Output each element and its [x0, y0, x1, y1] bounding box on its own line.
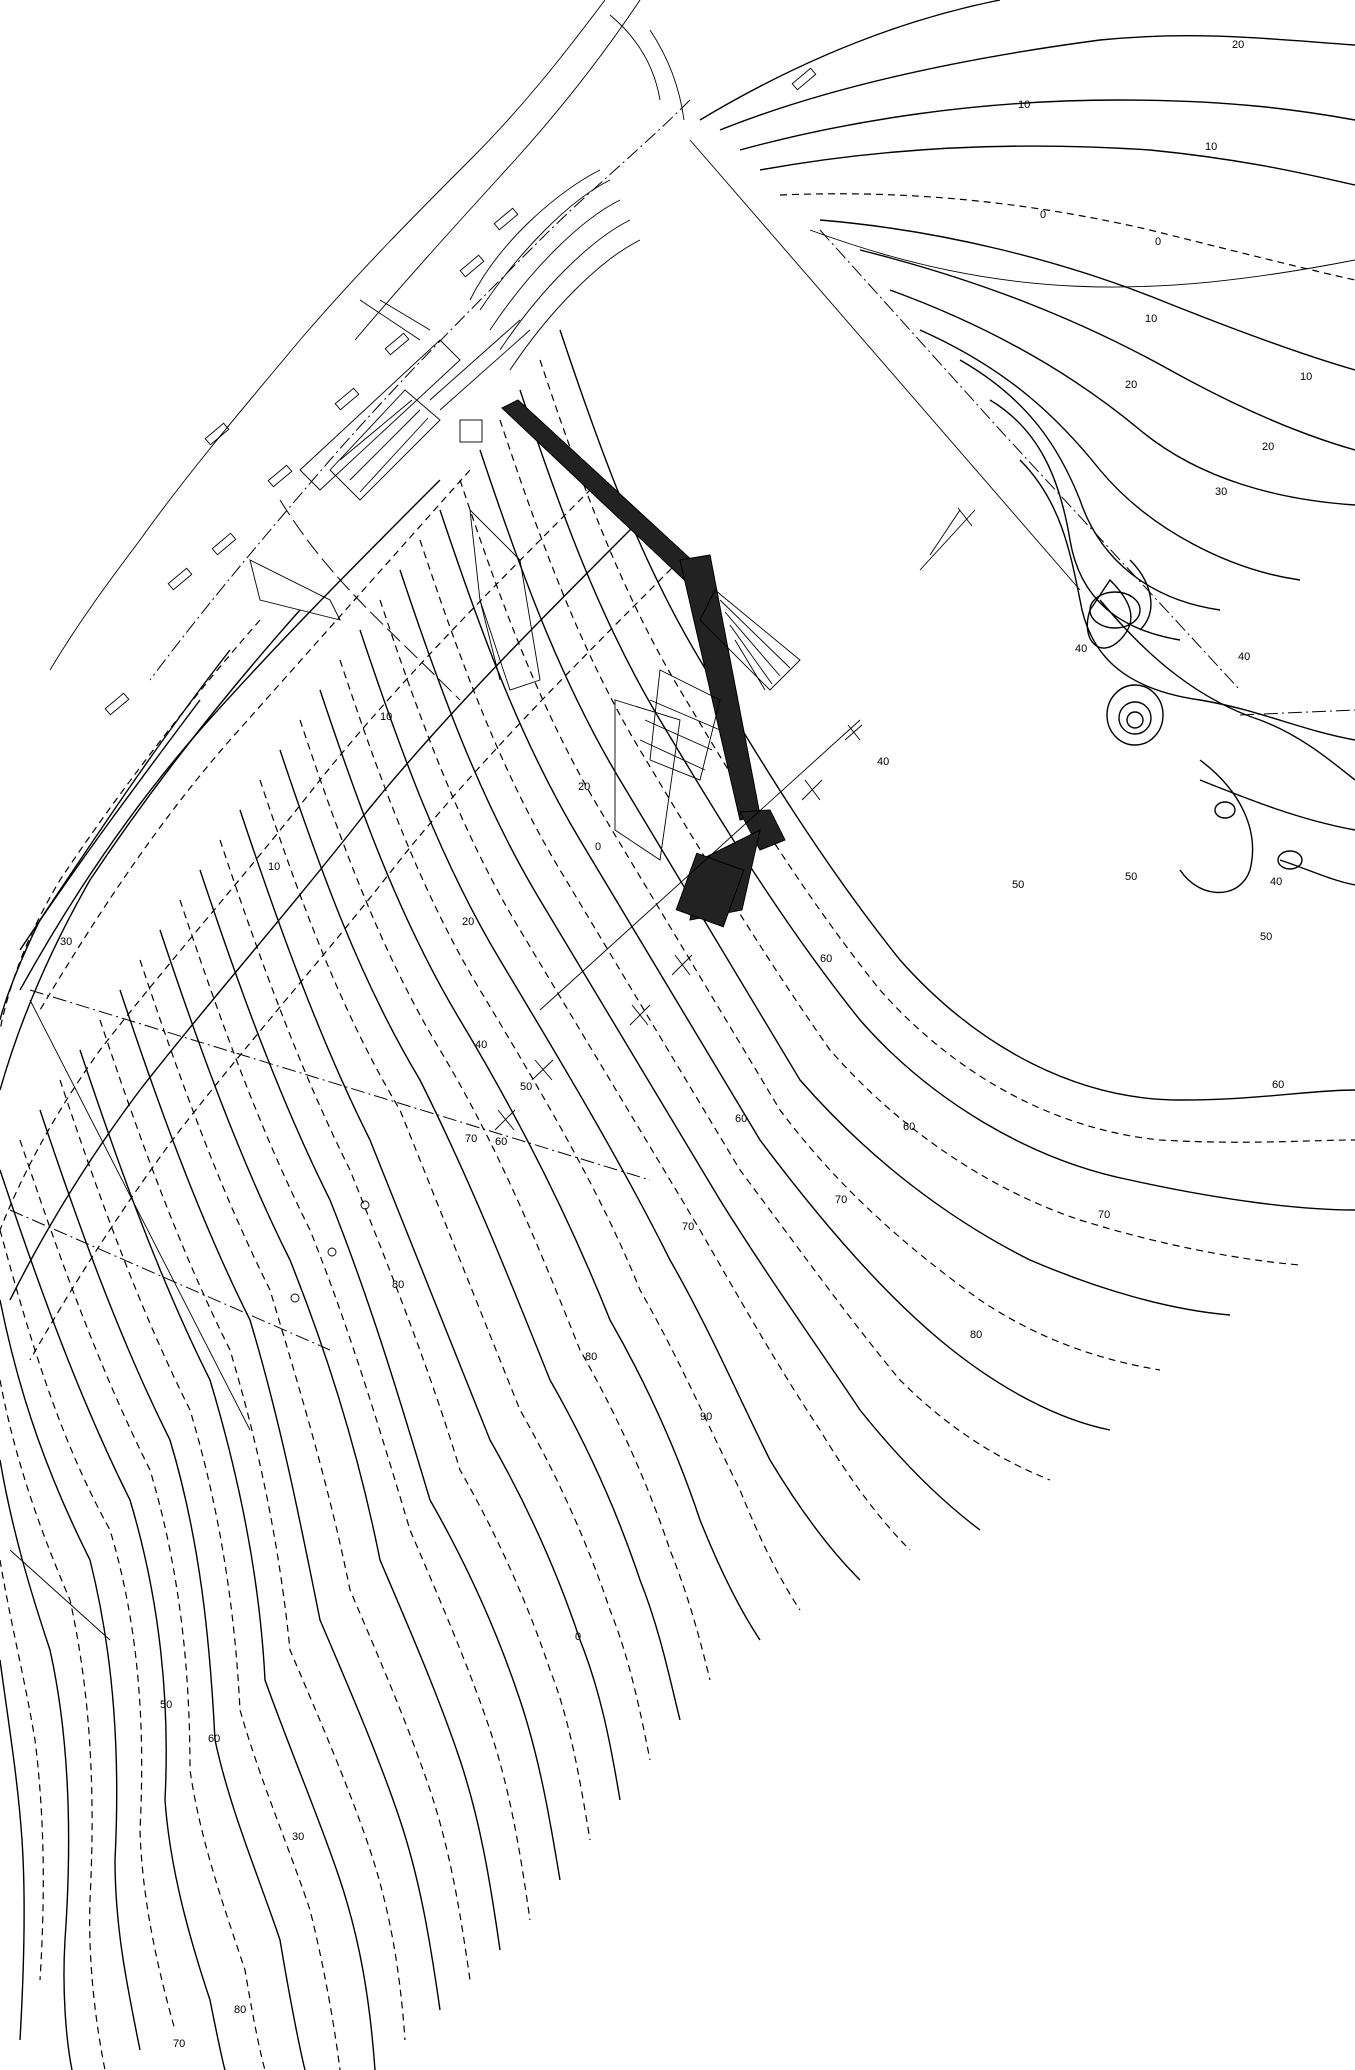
contour-label: 70	[1098, 1209, 1110, 1221]
contour-label: 70	[465, 1133, 477, 1145]
contour-label: 0	[1040, 209, 1046, 221]
pile-marker-5	[629, 1004, 651, 1026]
contour-label: 10	[1018, 99, 1030, 111]
pile-marker-2	[844, 724, 863, 741]
contour-label: 80	[970, 1329, 982, 1341]
contour-label: 50	[160, 1699, 172, 1711]
pile-marker-7	[494, 1109, 516, 1131]
contour-label: 50	[1125, 871, 1137, 883]
contour-label: 50	[520, 1081, 532, 1093]
pile-marker-1	[929, 507, 973, 556]
contour-label: 70	[682, 1221, 694, 1233]
pile-marker-6	[531, 1059, 554, 1081]
contour-label: 60	[208, 1733, 220, 1745]
contour-label: 40	[1270, 876, 1282, 888]
contour-label: 40	[1238, 651, 1250, 663]
contour-label: 70	[835, 1194, 847, 1206]
contour-label: 30	[60, 936, 72, 948]
pier-walkway	[501, 399, 786, 928]
contour-label: 40	[1075, 643, 1087, 655]
contour-label: 10	[1300, 371, 1312, 383]
pile-marker-3	[801, 779, 823, 801]
contour-label: 50	[1260, 931, 1272, 943]
property-boundary-lines	[9, 139, 1355, 1641]
hill-contours	[1089, 591, 1303, 894]
contour-label: 70	[173, 2038, 185, 2050]
contour-label: 20	[578, 781, 590, 793]
contour-label: 10	[380, 711, 392, 723]
contour-label: 60	[735, 1113, 747, 1125]
contour-label: 60	[1272, 1079, 1284, 1091]
contour-label: 0	[575, 1631, 581, 1643]
contour-label: 40	[877, 756, 889, 768]
contour-labels: 20 10 10 0 0 10 10 20 20 30 40 40 40 40 …	[60, 39, 1312, 2050]
contour-label: 60	[495, 1136, 507, 1148]
shore-structures	[249, 169, 641, 621]
contour-label: 60	[903, 1121, 915, 1133]
contour-label: 80	[392, 1279, 404, 1291]
contour-label: 80	[234, 2004, 246, 2016]
road-and-shoreline	[49, 0, 691, 701]
hatched-platform	[469, 508, 801, 861]
contour-label: 0	[1155, 236, 1161, 248]
contour-label: 50	[1012, 879, 1024, 891]
contours-left-shore	[0, 469, 681, 1361]
contour-label: 30	[1215, 486, 1227, 498]
contour-label: 80	[585, 1351, 597, 1363]
contours-upper-right	[699, 0, 1355, 886]
contour-label: 40	[475, 1039, 487, 1051]
contour-label: 20	[1125, 379, 1137, 391]
contour-label: 90	[700, 1411, 712, 1423]
pile-marker-4	[671, 954, 693, 976]
road-callout-tags	[104, 67, 817, 716]
contour-label: 60	[820, 953, 832, 965]
contour-label: 0	[595, 841, 601, 853]
pile-markers	[290, 507, 976, 1303]
contour-label: 10	[1205, 141, 1217, 153]
contour-label: 20	[1232, 39, 1244, 51]
contour-label: 20	[1262, 441, 1274, 453]
contour-label: 20	[462, 916, 474, 928]
contour-label: 10	[1145, 313, 1157, 325]
contours-main-slope	[0, 329, 1355, 2070]
contour-label: 10	[268, 861, 280, 873]
contour-label: 30	[292, 1831, 304, 1843]
